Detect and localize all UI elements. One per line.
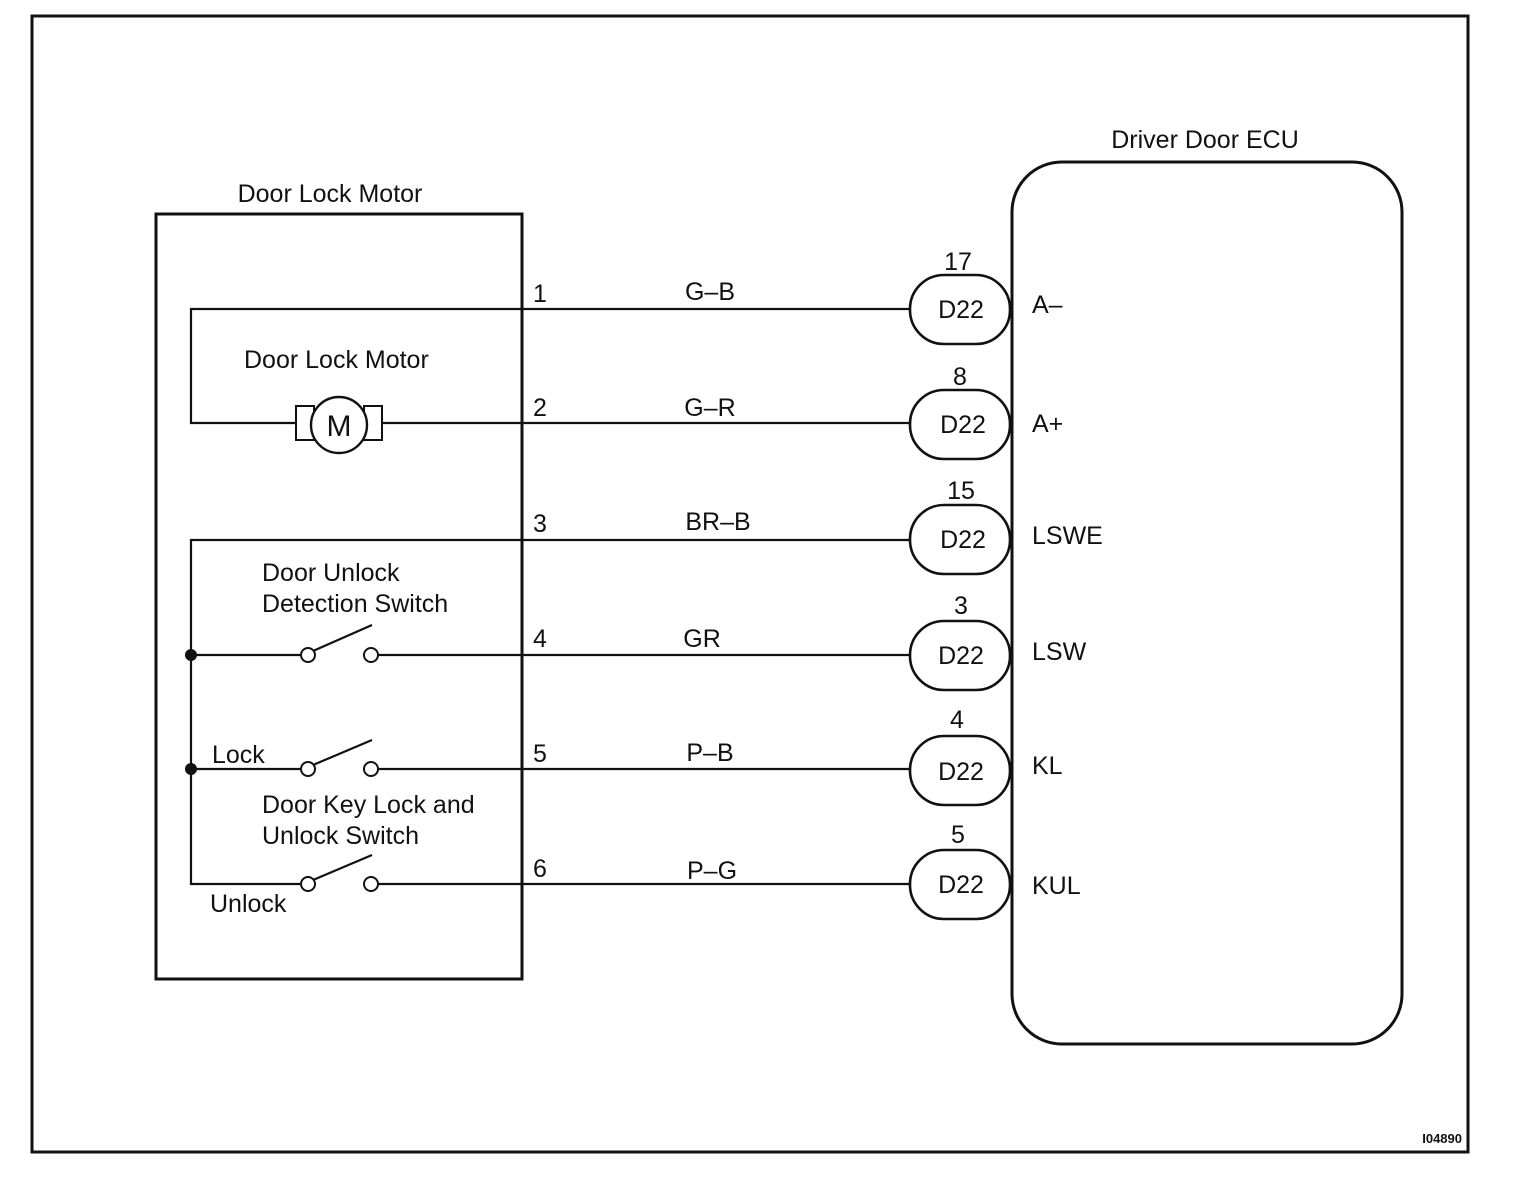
key-switch-label-line1: Door Key Lock and xyxy=(262,791,475,819)
connector-d22 xyxy=(908,388,1012,461)
connector-d22 xyxy=(908,848,1012,921)
driver-door-ecu-title: Driver Door ECU xyxy=(1111,126,1299,154)
wire-4: 4 GR D22 3 LSW xyxy=(522,592,1087,692)
connector-d22 xyxy=(908,734,1012,807)
ecu-terminal: KL xyxy=(1032,752,1063,780)
ecu-terminal: A+ xyxy=(1032,410,1063,438)
ecu-pin-number: 4 xyxy=(950,706,964,734)
pin-number: 3 xyxy=(533,510,547,538)
unlock-detection-switch-icon xyxy=(300,623,522,663)
motor-icon: M xyxy=(295,395,383,455)
figure-id: I04890 xyxy=(1422,1131,1462,1146)
wire-color-code: G–B xyxy=(685,278,735,306)
unlock-detection-switch-label-line1: Door Unlock xyxy=(262,559,400,587)
ecu-pin-number: 3 xyxy=(954,592,968,620)
key-unlock-switch-icon xyxy=(300,853,522,892)
door-lock-motor-title: Door Lock Motor xyxy=(238,180,423,208)
wire-5: 5 P–B D22 4 KL xyxy=(522,706,1063,807)
wire-color-code: GR xyxy=(683,625,721,653)
ecu-terminal: KUL xyxy=(1032,872,1081,900)
wire-color-code: G–R xyxy=(684,394,735,422)
wire-color-code: BR–B xyxy=(685,508,750,536)
ecu-terminal: A– xyxy=(1032,291,1063,319)
lock-label: Lock xyxy=(212,741,265,769)
connector-label: D22 xyxy=(938,758,984,786)
connector-d22 xyxy=(908,503,1012,576)
door-lock-motor-box xyxy=(154,212,524,981)
driver-door-ecu-box xyxy=(1010,160,1404,1046)
wire-1: 1 G–B D22 17 A– xyxy=(522,248,1063,346)
motor-symbol: M xyxy=(327,410,352,443)
ecu-pin-number: 17 xyxy=(944,248,972,276)
motor-label: Door Lock Motor xyxy=(244,346,429,374)
ecu-pin-number: 5 xyxy=(951,821,965,849)
connector-label: D22 xyxy=(938,296,984,324)
connector-label: D22 xyxy=(938,642,984,670)
ecu-pin-number: 15 xyxy=(947,477,975,505)
junction-dot xyxy=(185,763,197,775)
pin-number: 4 xyxy=(533,625,547,653)
key-switch-label-line2: Unlock Switch xyxy=(262,822,419,850)
wire-3: 3 BR–B D22 15 LSWE xyxy=(522,477,1103,576)
connector-label: D22 xyxy=(940,526,986,554)
wire-color-code: P–B xyxy=(686,739,733,767)
wire-2: 2 G–R D22 8 A+ xyxy=(522,363,1063,461)
unlock-detection-switch-label-line2: Detection Switch xyxy=(262,590,448,618)
wire-6: 6 P–G D22 5 KUL xyxy=(522,821,1081,921)
pin-number: 2 xyxy=(533,394,547,422)
connector-label: D22 xyxy=(940,411,986,439)
ecu-terminal: LSW xyxy=(1032,638,1087,666)
connector-label: D22 xyxy=(938,871,984,899)
motor-circuit: Door Lock Motor M xyxy=(189,307,522,455)
wire-color-code: P–G xyxy=(687,857,737,885)
figure-frame xyxy=(30,14,1470,1154)
junction-dot xyxy=(185,649,197,661)
connector-d22 xyxy=(908,273,1012,346)
connector-d22 xyxy=(908,619,1012,692)
ecu-pin-number: 8 xyxy=(953,363,967,391)
switch-circuit: Door Unlock Detection Switch Lock Door K… xyxy=(185,538,522,918)
key-lock-switch-icon xyxy=(300,738,522,777)
pin-number: 6 xyxy=(533,855,547,883)
unlock-label: Unlock xyxy=(210,890,287,918)
ecu-terminal: LSWE xyxy=(1032,522,1103,550)
pin-number: 1 xyxy=(533,280,547,308)
pin-number: 5 xyxy=(533,740,547,768)
